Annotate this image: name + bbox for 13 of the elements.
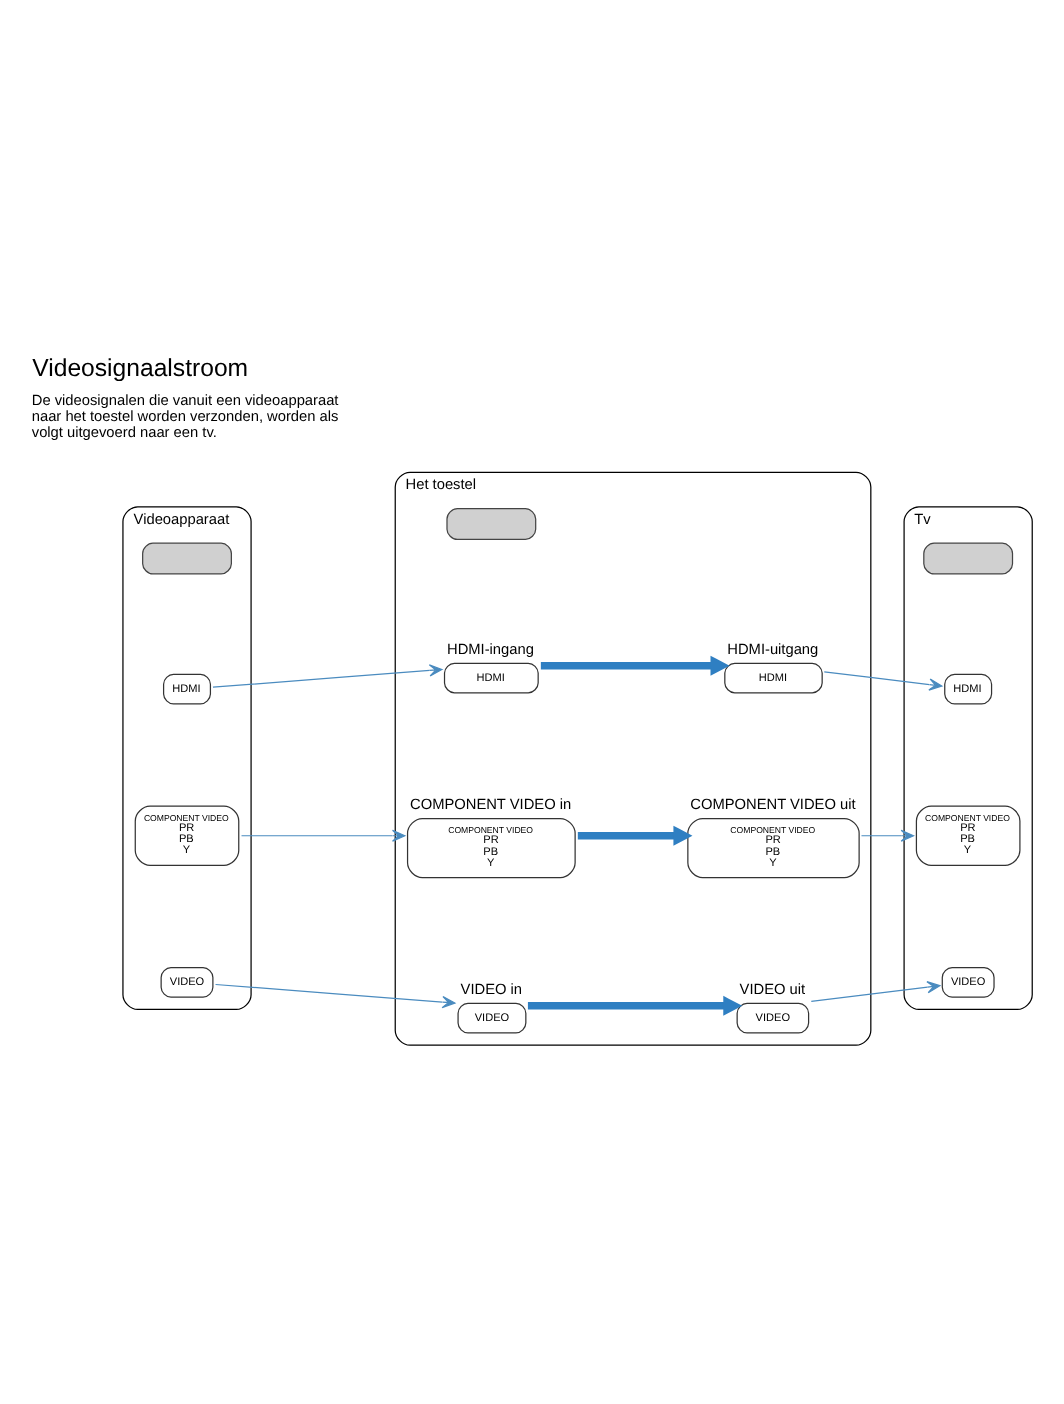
arrow xyxy=(540,654,730,675)
arrow xyxy=(577,824,693,845)
node-box xyxy=(142,541,232,574)
arrow xyxy=(810,980,941,1001)
node-box xyxy=(446,507,537,540)
node-box xyxy=(923,541,1014,574)
arrow xyxy=(860,828,915,841)
arrow xyxy=(214,982,456,1008)
diagram-title: Videosignaalstroom xyxy=(32,352,249,381)
arrow xyxy=(823,670,943,690)
arrow xyxy=(212,663,443,687)
arrow xyxy=(240,828,406,841)
arrow xyxy=(527,994,743,1015)
